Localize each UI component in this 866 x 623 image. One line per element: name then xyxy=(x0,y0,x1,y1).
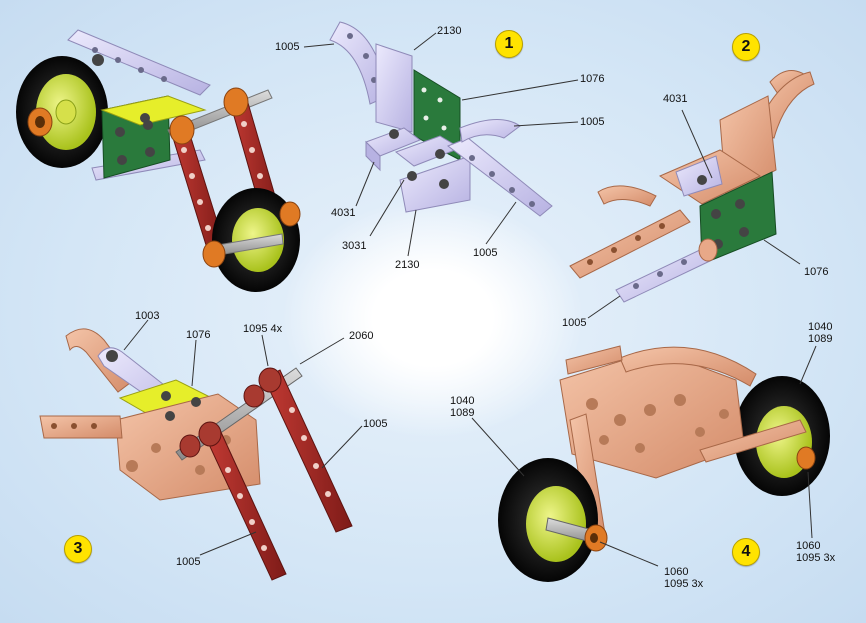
step3-part-label: 1005 xyxy=(363,418,388,430)
step3-part-label: 1005 xyxy=(176,556,201,568)
step2-part-label: 4031 xyxy=(663,93,688,105)
step4-part-label: 1060 xyxy=(796,540,821,552)
step-3-badge: 3 xyxy=(64,535,92,563)
step4-part-label: 1089 xyxy=(450,407,475,419)
step4-part-label: 1095 3x xyxy=(796,552,836,564)
step4-part-label: 1060 xyxy=(664,566,689,578)
step1-parts xyxy=(329,21,553,217)
step4-part-label: 1095 3x xyxy=(664,578,704,590)
step-1-badge: 1 xyxy=(495,30,523,58)
step1-part-label: 3031 xyxy=(342,240,367,252)
step3-parts xyxy=(39,328,353,581)
step1-part-label: 2130 xyxy=(437,25,462,37)
finished-bike-topleft xyxy=(16,29,301,292)
step3-leaders xyxy=(123,319,363,556)
step4-part-label: 1040 xyxy=(450,395,475,407)
step1-part-label: 1005 xyxy=(275,41,300,53)
step1-part-label: 2130 xyxy=(395,259,420,271)
step3-part-label: 1095 4x xyxy=(243,323,283,335)
step2-part-label: 1005 xyxy=(562,317,587,329)
step1-leaders xyxy=(303,32,579,257)
step1-part-label: 1005 xyxy=(473,247,498,259)
step3-part-label: 2060 xyxy=(349,330,374,342)
step-4-badge: 4 xyxy=(732,538,760,566)
step4-part-label: 1040 xyxy=(808,321,833,333)
step3-part-label: 1003 xyxy=(135,310,160,322)
step4-part-label: 1089 xyxy=(808,333,833,345)
step2-leaders xyxy=(587,109,801,319)
step3-part-label: 1076 xyxy=(186,329,211,341)
step1-part-label: 1076 xyxy=(580,73,605,85)
step2-part-label: 1076 xyxy=(804,266,829,278)
step1-part-label: 1005 xyxy=(580,116,605,128)
step1-part-label: 4031 xyxy=(331,207,356,219)
step4-parts xyxy=(498,345,830,582)
step-2-badge: 2 xyxy=(732,33,760,61)
step2-parts xyxy=(569,70,815,303)
step4-leaders xyxy=(471,345,817,567)
